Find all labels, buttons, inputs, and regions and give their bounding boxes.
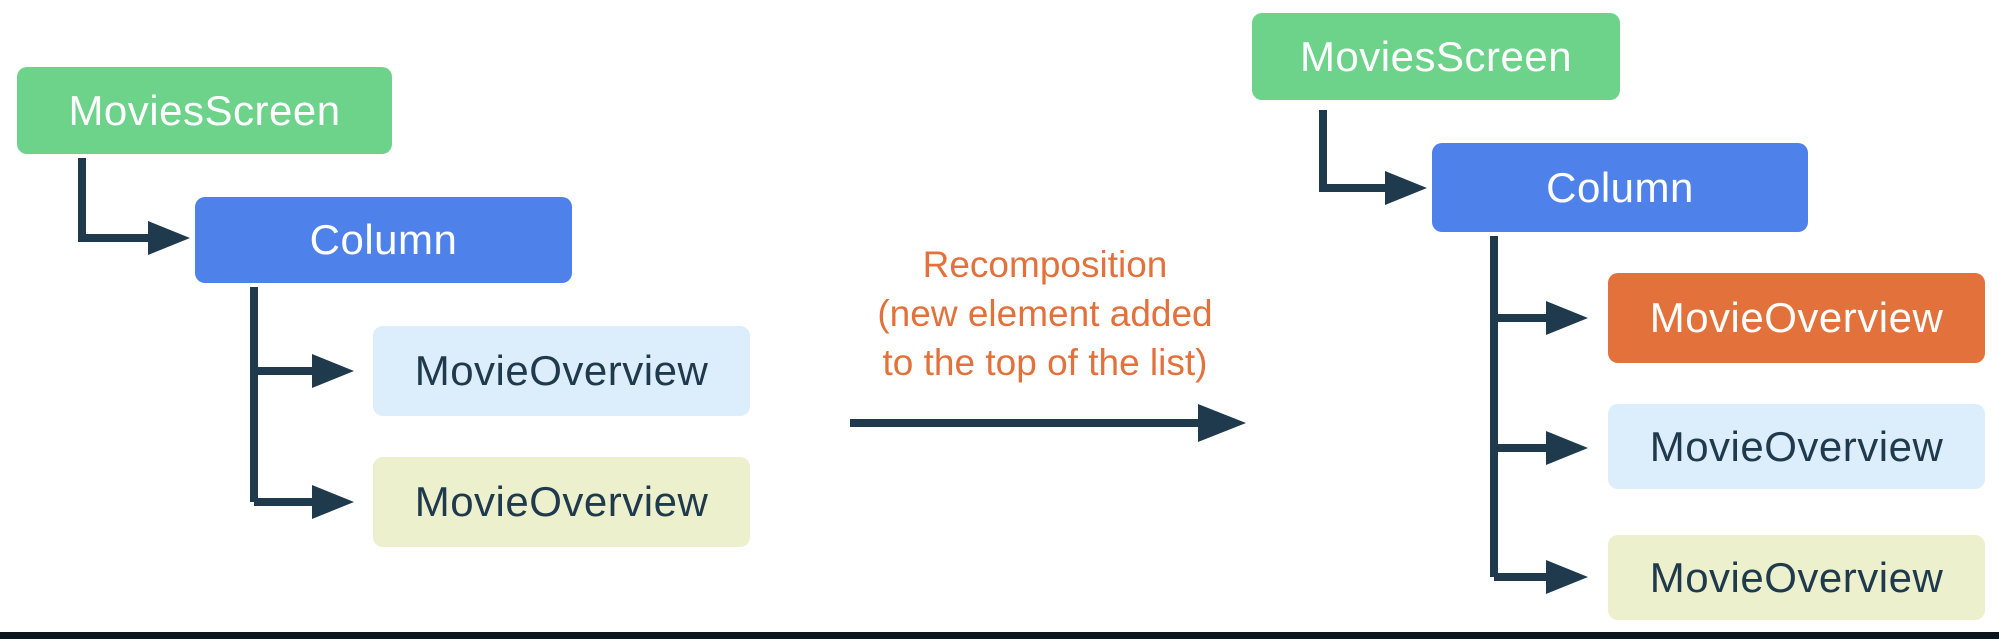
- arrowhead-icon: [312, 354, 354, 388]
- node-label: MoviesScreen: [68, 86, 341, 134]
- arrowhead-icon: [1546, 560, 1588, 594]
- node-label: MovieOverview: [414, 478, 709, 525]
- arrowhead-icon: [1385, 171, 1427, 205]
- node-left-moviesscreen: MoviesScreen: [17, 67, 392, 154]
- node-right-column: Column: [1432, 143, 1808, 232]
- connector-left-root-elbow: [78, 158, 148, 242]
- arrowhead-icon: [148, 221, 190, 255]
- node-left-movieoverview-1: MovieOverview: [373, 326, 750, 416]
- node-right-movieoverview-2: MovieOverview: [1608, 404, 1985, 489]
- node-label: Column: [1546, 163, 1694, 211]
- node-label: MovieOverview: [1649, 294, 1944, 341]
- arrowhead-icon: [1546, 301, 1588, 335]
- recomposition-caption: Recomposition (new element added to the …: [877, 244, 1213, 383]
- bottom-border: [0, 632, 1999, 639]
- node-right-movieoverview-3: MovieOverview: [1608, 535, 1985, 620]
- node-label: MovieOverview: [1649, 553, 1944, 601]
- node-label: MovieOverview: [414, 347, 709, 394]
- node-label: MovieOverview: [1649, 422, 1944, 470]
- node-left-movieoverview-2: MovieOverview: [373, 457, 750, 547]
- node-left-column: Column: [195, 197, 572, 283]
- node-right-movieoverview-new: MovieOverview: [1608, 273, 1985, 363]
- arrowhead-icon: [312, 485, 354, 519]
- arrowhead-icon: [1546, 431, 1588, 465]
- connector-right-root-elbow: [1319, 110, 1385, 192]
- node-right-moviesscreen: MoviesScreen: [1252, 13, 1620, 100]
- node-label: Column: [309, 216, 458, 263]
- arrowhead-icon: [1198, 404, 1246, 442]
- node-label: MoviesScreen: [1299, 32, 1573, 80]
